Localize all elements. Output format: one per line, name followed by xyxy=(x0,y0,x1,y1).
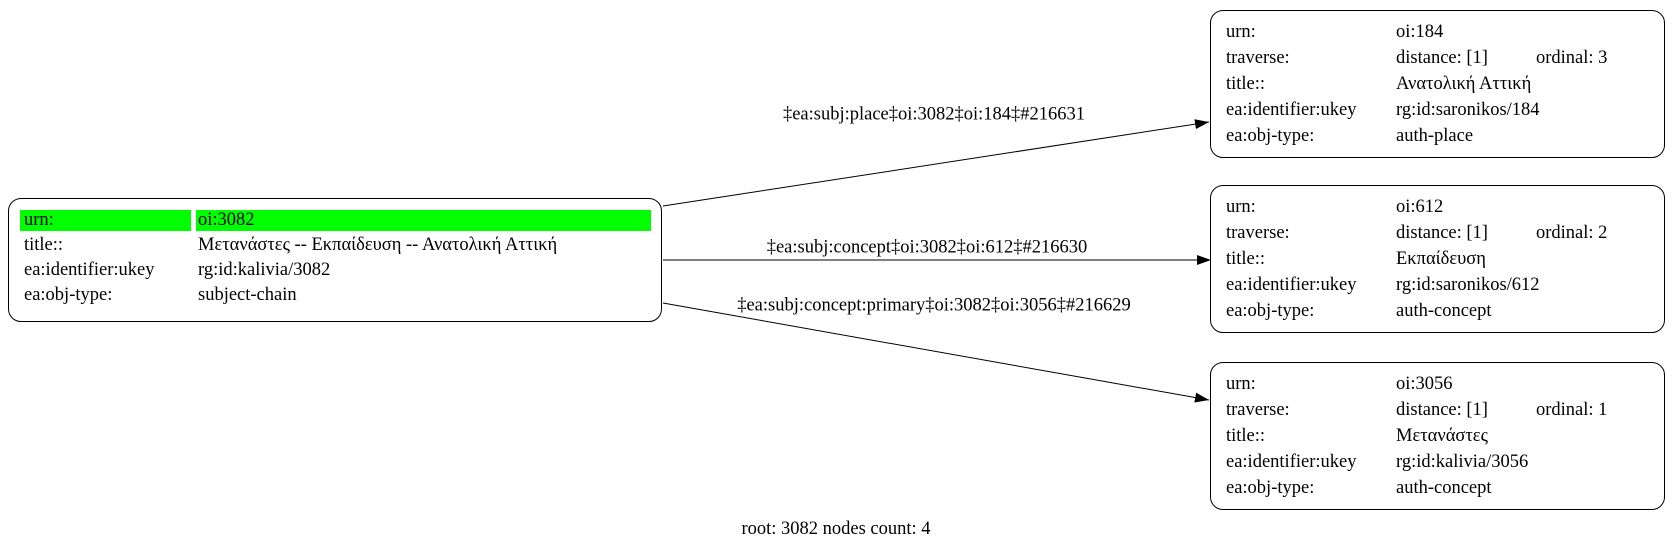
field-label: urn: xyxy=(20,210,191,231)
field-label: traverse: xyxy=(1226,47,1290,68)
edge-subj-place xyxy=(662,119,1210,207)
row-ukey: ea:identifier:ukey rg:id:saronikos/184 xyxy=(1226,97,1664,123)
field-value-ordinal: ordinal: 3 xyxy=(1536,47,1608,68)
node-oi-612[interactable]: urn: oi:612 traverse: distance: [1] ordi… xyxy=(1210,185,1665,333)
field-label: urn: xyxy=(1226,196,1256,217)
field-label: ea:identifier:ukey xyxy=(24,260,155,280)
field-label: urn: xyxy=(1226,373,1256,394)
field-label: ea:obj-type: xyxy=(1226,300,1315,321)
field-value: rg:id:kalivia/3082 xyxy=(198,260,331,280)
field-label: ea:identifier:ukey xyxy=(1226,274,1357,295)
root-row-ukey: ea:identifier:ukey rg:id:kalivia/3082 xyxy=(20,258,661,283)
field-label: traverse: xyxy=(1226,399,1290,420)
field-value-ordinal: ordinal: 2 xyxy=(1536,222,1608,243)
field-value: auth-concept xyxy=(1396,300,1492,321)
root-row-title: title:: Μετανάστες -- Εκπαίδευση -- Ανατ… xyxy=(20,233,661,258)
field-value: auth-concept xyxy=(1396,477,1492,498)
field-label: ea:obj-type: xyxy=(1226,477,1315,498)
field-value: oi:3082 xyxy=(196,210,651,231)
field-label: ea:obj-type: xyxy=(24,285,113,305)
row-obj-type: ea:obj-type: auth-place xyxy=(1226,123,1664,149)
field-value: rg:id:saronikos/184 xyxy=(1396,99,1540,120)
field-value: oi:184 xyxy=(1396,21,1444,42)
row-traverse: traverse: distance: [1] ordinal: 3 xyxy=(1226,45,1664,71)
field-value-distance: distance: [1] xyxy=(1396,399,1488,420)
root-row-obj-type: ea:obj-type: subject-chain xyxy=(20,283,661,308)
field-label: title:: xyxy=(1226,73,1266,94)
field-value: subject-chain xyxy=(198,285,297,305)
field-value: Ανατολική Αττική xyxy=(1396,73,1532,94)
row-title: title:: Μετανάστες xyxy=(1226,423,1664,449)
edge-label-subj-concept-primary: ‡ea:subj:concept:primary‡oi:3082‡oi:3056… xyxy=(737,295,1131,316)
field-label: ea:identifier:ukey xyxy=(1226,99,1357,120)
field-label: ea:obj-type: xyxy=(1226,125,1315,146)
field-value: auth-place xyxy=(1396,125,1474,146)
row-urn: urn: oi:612 xyxy=(1226,194,1664,220)
field-value: rg:id:saronikos/612 xyxy=(1396,274,1540,295)
root-row-urn: urn: oi:3082 xyxy=(20,208,661,233)
field-value: rg:id:kalivia/3056 xyxy=(1396,451,1529,472)
field-value-distance: distance: [1] xyxy=(1396,222,1488,243)
field-value-ordinal: ordinal: 1 xyxy=(1536,399,1608,420)
field-value: oi:612 xyxy=(1396,196,1444,217)
field-label: traverse: xyxy=(1226,222,1290,243)
edge-label-subj-place: ‡ea:subj:place‡oi:3082‡oi:184‡#216631 xyxy=(782,104,1086,125)
field-label: title:: xyxy=(24,235,64,255)
field-value-distance: distance: [1] xyxy=(1396,47,1488,68)
row-ukey: ea:identifier:ukey rg:id:saronikos/612 xyxy=(1226,272,1664,298)
field-value: oi:3056 xyxy=(1396,373,1453,394)
field-label: title:: xyxy=(1226,248,1266,269)
node-oi-184[interactable]: urn: oi:184 traverse: distance: [1] ordi… xyxy=(1210,10,1665,158)
row-urn: urn: oi:184 xyxy=(1226,19,1664,45)
row-obj-type: ea:obj-type: auth-concept xyxy=(1226,298,1664,324)
node-root-3082[interactable]: urn: oi:3082 title:: Μετανάστες -- Εκπαί… xyxy=(8,198,662,322)
field-label: ea:identifier:ukey xyxy=(1226,451,1357,472)
row-title: title:: Εκπαίδευση xyxy=(1226,246,1664,272)
edge-label-subj-concept: ‡ea:subj:concept‡oi:3082‡oi:612‡#216630 xyxy=(766,237,1088,258)
field-value: Μετανάστες xyxy=(1396,425,1488,446)
edge-subj-concept-primary xyxy=(662,302,1210,403)
row-traverse: traverse: distance: [1] ordinal: 1 xyxy=(1226,397,1664,423)
field-value: Εκπαίδευση xyxy=(1396,248,1486,269)
node-oi-3056[interactable]: urn: oi:3056 traverse: distance: [1] ord… xyxy=(1210,362,1665,510)
row-traverse: traverse: distance: [1] ordinal: 2 xyxy=(1226,220,1664,246)
row-urn: urn: oi:3056 xyxy=(1226,371,1664,397)
row-title: title:: Ανατολική Αττική xyxy=(1226,71,1664,97)
field-value: Μετανάστες -- Εκπαίδευση -- Ανατολική Ατ… xyxy=(198,235,558,255)
row-ukey: ea:identifier:ukey rg:id:kalivia/3056 xyxy=(1226,449,1664,475)
graph-caption: root: 3082 nodes count: 4 xyxy=(741,519,931,539)
field-label: urn: xyxy=(1226,21,1256,42)
field-label: title:: xyxy=(1226,425,1266,446)
row-obj-type: ea:obj-type: auth-concept xyxy=(1226,475,1664,501)
